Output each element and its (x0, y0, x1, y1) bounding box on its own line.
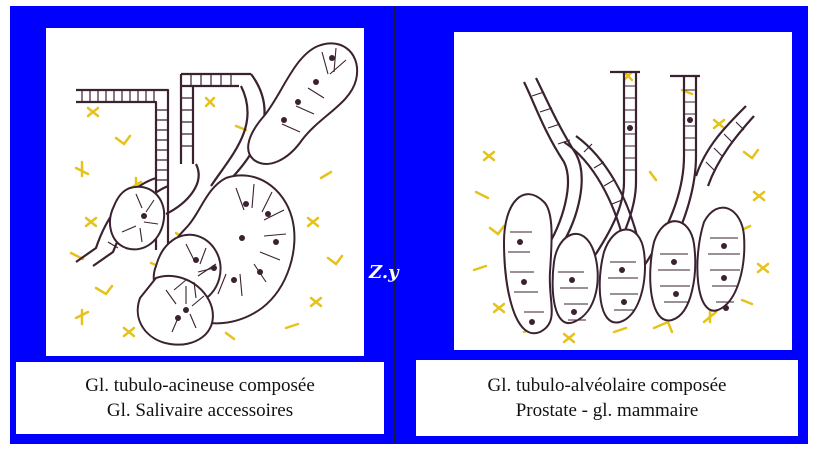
left-caption-line1: Gl. tubulo-acineuse composée (85, 373, 315, 398)
right-caption-line1: Gl. tubulo-alvéolaire composée (487, 373, 726, 398)
tubulo-alveolar-gland-drawing (454, 32, 792, 350)
right-caption-line2: Prostate - gl. mammaire (516, 398, 699, 423)
right-caption: Gl. tubulo-alvéolaire composée Prostate … (416, 360, 798, 436)
tubulo-acinar-gland-drawing (46, 28, 364, 356)
left-caption: Gl. tubulo-acineuse composée Gl. Salivai… (16, 362, 384, 434)
left-panel: Gl. tubulo-acineuse composée Gl. Salivai… (10, 6, 394, 444)
right-panel: Gl. tubulo-alvéolaire composée Prostate … (396, 6, 808, 444)
author-watermark: Z.y (369, 262, 399, 283)
left-caption-line2: Gl. Salivaire accessoires (107, 398, 293, 423)
tubulo-alveolar-gland-illustration (454, 32, 792, 350)
tubulo-acinar-gland-illustration (46, 28, 364, 356)
